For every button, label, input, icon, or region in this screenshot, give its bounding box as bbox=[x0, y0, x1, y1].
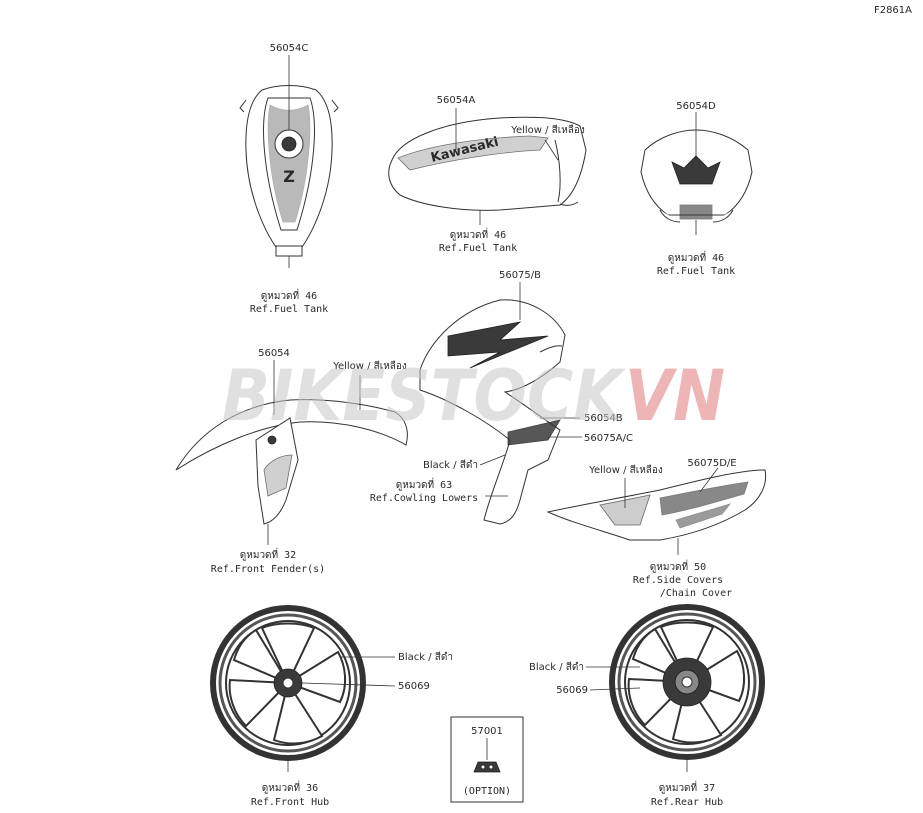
ref-en-side-cover-1: Ref.Side Covers bbox=[633, 575, 723, 586]
part-number-57001: 57001 bbox=[471, 726, 503, 737]
ref-th-front-hub: ดูหมวดที่ 36 bbox=[262, 780, 318, 794]
ref-en-rear-hub: Ref.Rear Hub bbox=[651, 797, 723, 808]
ref-en-tank-top: Ref.Fuel Tank bbox=[250, 304, 328, 315]
part-number-56054c: 56054C bbox=[270, 43, 309, 54]
figure-code: F2861A bbox=[874, 5, 912, 16]
fuel-tank-top-view: Z bbox=[239, 55, 339, 268]
ref-th-tank-top: ดูหมวดที่ 46 bbox=[261, 288, 317, 302]
part-number-56075d-e: 56075D/E bbox=[687, 458, 736, 469]
tank-badge-z: Z bbox=[283, 167, 295, 186]
ref-th-tank-front: ดูหมวดที่ 46 bbox=[668, 250, 724, 264]
watermark: BIKESTOCK VN bbox=[222, 355, 725, 437]
watermark-text-bikestock: BIKESTOCK bbox=[222, 355, 626, 437]
ref-en-tank-side: Ref.Fuel Tank bbox=[439, 243, 517, 254]
ref-en-fender: Ref.Front Fender(s) bbox=[211, 564, 325, 575]
part-number-rear-wheel: 56069 bbox=[556, 685, 588, 696]
ref-en-side-cover-2: /Chain Cover bbox=[660, 588, 732, 599]
ref-th-fender: ดูหมวดที่ 32 bbox=[240, 547, 296, 561]
side-cover bbox=[546, 467, 767, 555]
color-label-tank-side: Yellow / สีเหลือง bbox=[510, 124, 585, 136]
part-number-56054a: 56054A bbox=[437, 95, 476, 106]
part-number-56075a-c: 56075A/C bbox=[584, 433, 633, 444]
part-number-56054b: 56054B bbox=[584, 413, 623, 424]
ref-en-cowling: Ref.Cowling Lowers bbox=[370, 493, 478, 504]
part-number-front-wheel: 56069 bbox=[398, 681, 430, 692]
option-label: (OPTION) bbox=[463, 786, 511, 797]
rear-wheel bbox=[586, 604, 765, 772]
front-wheel bbox=[210, 605, 396, 772]
color-label-cowling: Black / สีดำ bbox=[423, 459, 478, 471]
ref-th-cowling: ดูหมวดที่ 63 bbox=[396, 477, 452, 491]
part-number-56054d: 56054D bbox=[676, 101, 716, 112]
color-label-side-cover: Yellow / สีเหลือง bbox=[588, 464, 663, 476]
color-label-fender: Yellow / สีเหลือง bbox=[332, 360, 407, 372]
color-label-rear-wheel: Black / สีดำ bbox=[529, 661, 584, 673]
ref-th-tank-side: ดูหมวดที่ 46 bbox=[450, 227, 506, 241]
part-number-56054: 56054 bbox=[258, 348, 290, 359]
fuel-tank-front-view bbox=[640, 112, 753, 235]
part-number-56075-b: 56075/B bbox=[499, 270, 541, 281]
ref-en-tank-front: Ref.Fuel Tank bbox=[657, 266, 735, 277]
front-fender bbox=[175, 360, 408, 545]
ref-th-side-cover: ดูหมวดที่ 50 bbox=[650, 559, 706, 573]
cowling-lower bbox=[419, 282, 582, 525]
fuel-tank-side-view: Kawasaki bbox=[388, 108, 587, 225]
option-box bbox=[450, 716, 524, 803]
color-label-front-wheel: Black / สีดำ bbox=[398, 651, 453, 663]
watermark-text-vn: VN bbox=[625, 355, 725, 437]
ref-en-front-hub: Ref.Front Hub bbox=[251, 797, 329, 808]
ref-th-rear-hub: ดูหมวดที่ 37 bbox=[659, 780, 715, 794]
